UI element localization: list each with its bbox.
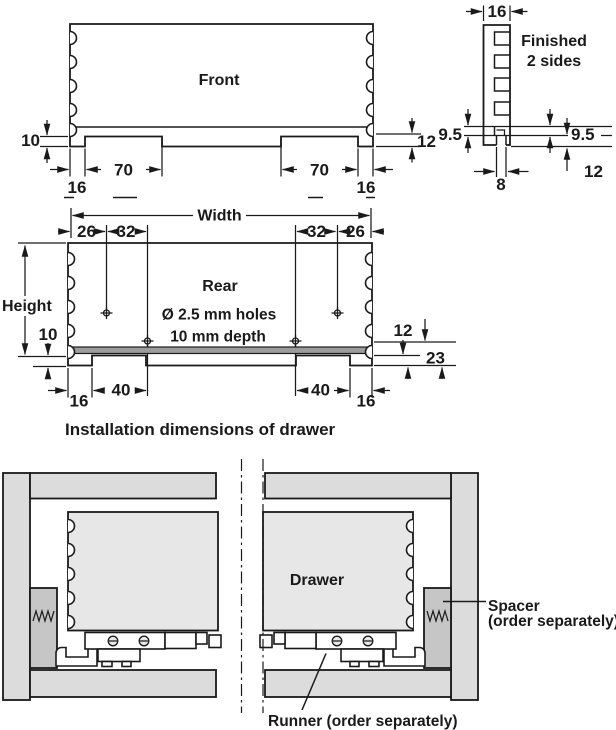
dovetail-slots — [493, 31, 510, 116]
front-dim-12: 12 — [417, 132, 436, 151]
side-label-2: 2 sides — [527, 53, 581, 70]
rear-dim-32-left: 32 — [117, 222, 136, 241]
dovetail-pins-left — [69, 30, 78, 138]
hole-markers — [100, 307, 344, 347]
rear-height-label: Height — [2, 298, 52, 315]
side-dim-16: 16 — [488, 2, 507, 21]
side-dim-12: 12 — [584, 162, 603, 181]
side-view: 16 Finished 2 sides 9.5 9.5 12 8 — [438, 2, 612, 194]
rear-dim-26-left: 26 — [77, 222, 96, 241]
rear-dim-12: 12 — [394, 321, 413, 340]
rear-pins-left — [67, 251, 76, 360]
rear-pins-right — [364, 251, 373, 360]
side-dim-8: 8 — [496, 175, 505, 194]
front-dim-70-right: 70 — [310, 161, 329, 180]
rear-dim-16-left: 16 — [70, 392, 89, 411]
rear-dim-10: 10 — [39, 325, 58, 344]
side-dim-95-right: 9.5 — [571, 125, 595, 144]
install-left-half — [2, 472, 222, 701]
installation-diagram: Drawer Spacer (order separately) Runner … — [2, 459, 616, 730]
rear-panel — [67, 242, 373, 367]
front-dim-70-left: 70 — [114, 161, 133, 180]
rear-dim-40-right: 40 — [311, 381, 330, 400]
screw-thread — [32, 608, 55, 624]
spacer-block — [29, 587, 58, 669]
center-break-lines — [240, 459, 264, 713]
runner-leader-line — [301, 653, 327, 711]
drawer-dovetails — [67, 518, 76, 630]
side-dim-95-left: 9.5 — [438, 125, 462, 144]
drawer-side — [67, 511, 219, 632]
rear-view: Width 26 32 32 26 Rear Ø 2.5 mm holes 10… — [2, 208, 456, 411]
front-dim-16-left: 16 — [68, 178, 87, 197]
runner-body — [97, 648, 141, 663]
cabinet-bottom-panel — [29, 669, 217, 698]
rear-holes-note-2: 10 mm depth — [170, 329, 266, 346]
side-label-1: Finished — [521, 33, 587, 50]
rear-dim-32-right: 32 — [307, 222, 326, 241]
rear-holes-note-1: Ø 2.5 mm holes — [162, 307, 277, 324]
rear-dim-16-right: 16 — [357, 392, 376, 411]
front-label: Front — [199, 72, 241, 89]
rear-dim-40-left: 40 — [112, 381, 131, 400]
rear-dim-26-right: 26 — [346, 222, 365, 241]
front-dim-16-right: 16 — [357, 178, 376, 197]
runner-label: Runner (order separately) — [268, 713, 458, 730]
spacer-label-1: Spacer — [488, 598, 540, 615]
front-dim-10: 10 — [21, 131, 40, 150]
runner-bracket — [55, 640, 98, 667]
caption: Installation dimensions of drawer — [65, 420, 336, 439]
rear-width-label: Width — [197, 208, 241, 225]
rear-dim-23: 23 — [426, 349, 445, 368]
cabinet-top-panel — [29, 472, 217, 500]
dovetail-pins-right — [365, 30, 374, 138]
cabinet-side-panel — [2, 472, 31, 701]
runner-rail — [84, 631, 166, 650]
rear-label: Rear — [202, 278, 238, 295]
front-view: Front 10 12 70 70 16 16 — [21, 23, 436, 199]
rear-bottom-band — [67, 346, 373, 355]
install-drawer-label: Drawer — [290, 572, 344, 589]
spacer-label-2: (order separately) — [488, 613, 616, 630]
